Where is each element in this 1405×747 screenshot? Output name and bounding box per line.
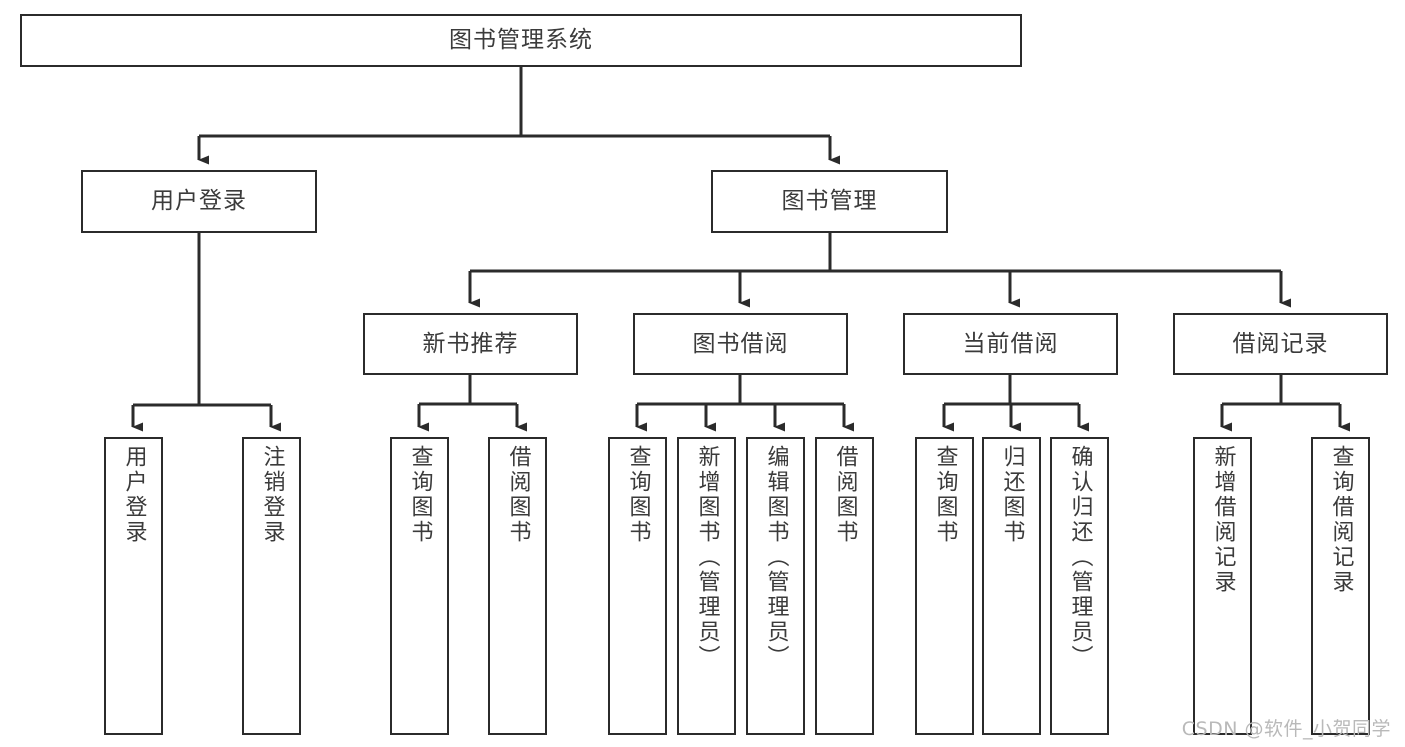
- node-leaf-query-book-3-label: 查询图书: [932, 445, 958, 545]
- node-leaf-borrow-book-1[interactable]: 借阅图书: [488, 437, 547, 735]
- node-root-system-label: 图书管理系统: [449, 27, 593, 54]
- node-current-borrow-label: 当前借阅: [962, 330, 1059, 357]
- node-leaf-add-record[interactable]: 新增借阅记录: [1193, 437, 1252, 735]
- node-leaf-confirm-return[interactable]: 确认归还（管理员）: [1050, 437, 1109, 735]
- node-new-book-recommend-label: 新书推荐: [422, 330, 519, 357]
- node-leaf-borrow-book-1-label: 借阅图书: [505, 445, 531, 545]
- node-leaf-user-login-label: 用户登录: [121, 445, 147, 545]
- node-root-system[interactable]: 图书管理系统: [20, 14, 1022, 67]
- node-leaf-query-book-2[interactable]: 查询图书: [608, 437, 667, 735]
- node-new-book-recommend[interactable]: 新书推荐: [363, 313, 578, 375]
- node-leaf-add-book[interactable]: 新增图书（管理员）: [677, 437, 736, 735]
- node-book-manage-label: 图书管理: [781, 188, 878, 215]
- node-leaf-logout[interactable]: 注销登录: [242, 437, 301, 735]
- node-leaf-query-book-2-label: 查询图书: [625, 445, 651, 545]
- node-leaf-add-record-label: 新增借阅记录: [1210, 445, 1236, 595]
- node-leaf-query-book-1[interactable]: 查询图书: [390, 437, 449, 735]
- node-leaf-query-book-1-label: 查询图书: [407, 445, 433, 545]
- node-book-manage[interactable]: 图书管理: [711, 170, 948, 233]
- node-leaf-confirm-return-label: 确认归还（管理员）: [1067, 445, 1093, 670]
- node-leaf-user-login[interactable]: 用户登录: [104, 437, 163, 735]
- node-leaf-borrow-book-2[interactable]: 借阅图书: [815, 437, 874, 735]
- csdn-watermark: CSDN @软件_小贺同学: [1181, 718, 1391, 740]
- node-leaf-edit-book-label: 编辑图书（管理员）: [763, 445, 789, 670]
- node-leaf-query-record-label: 查询借阅记录: [1328, 445, 1354, 595]
- node-leaf-query-book-3[interactable]: 查询图书: [915, 437, 974, 735]
- node-book-borrow[interactable]: 图书借阅: [633, 313, 848, 375]
- node-borrow-record-label: 借阅记录: [1232, 330, 1329, 357]
- node-user-login-label: 用户登录: [151, 188, 247, 215]
- node-leaf-borrow-book-2-label: 借阅图书: [832, 445, 858, 545]
- node-user-login[interactable]: 用户登录: [81, 170, 317, 233]
- node-borrow-record[interactable]: 借阅记录: [1173, 313, 1388, 375]
- node-leaf-return-book[interactable]: 归还图书: [982, 437, 1041, 735]
- node-leaf-logout-label: 注销登录: [259, 445, 285, 545]
- node-leaf-return-book-label: 归还图书: [999, 445, 1025, 545]
- node-leaf-add-book-label: 新增图书（管理员）: [694, 445, 720, 670]
- node-current-borrow[interactable]: 当前借阅: [903, 313, 1118, 375]
- node-leaf-edit-book[interactable]: 编辑图书（管理员）: [746, 437, 805, 735]
- node-book-borrow-label: 图书借阅: [692, 330, 789, 357]
- node-leaf-query-record[interactable]: 查询借阅记录: [1311, 437, 1370, 735]
